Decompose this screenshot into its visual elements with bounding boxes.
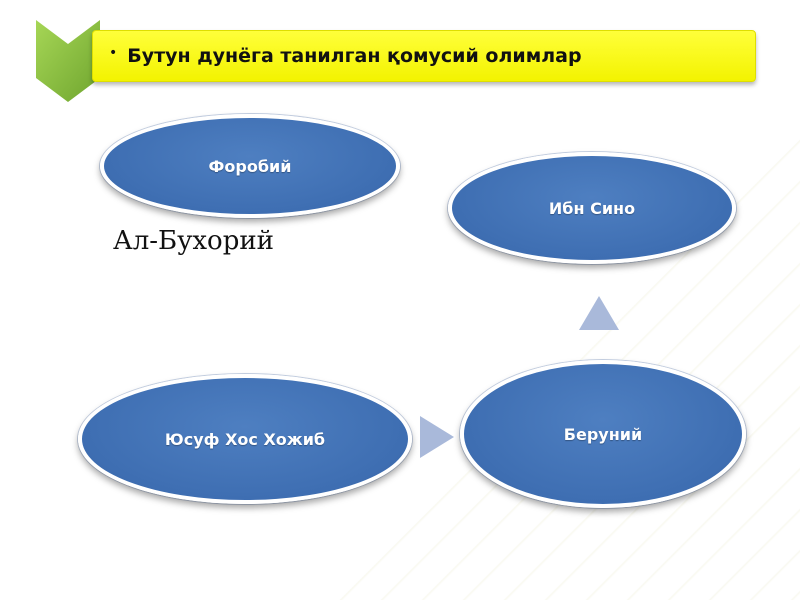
node-label: Ибн Сино	[548, 198, 636, 218]
title-banner: • Бутун дунёга танилган қомусий олимлар	[92, 30, 756, 82]
node-ibn-sino: Ибн Сино	[448, 152, 736, 264]
node-yusuf-xos-xojib: Юсуф Хос Хожиб	[78, 374, 412, 504]
node-farobi: Форобий	[100, 114, 400, 218]
node-label: Юсуф Хос Хожиб	[164, 429, 326, 449]
triangle-up-icon	[579, 296, 619, 330]
bullet-point: •	[109, 45, 118, 61]
al-buxoriy-label: Ал-Бухорий	[113, 226, 275, 256]
chevron-down-icon	[36, 20, 100, 102]
slide-title: Бутун дунёга танилган қомусий олимлар	[127, 45, 582, 67]
node-label: Форобий	[208, 156, 292, 176]
triangle-right-icon	[420, 416, 454, 458]
node-label: Беруний	[563, 424, 643, 444]
node-beruniy: Беруний	[460, 360, 746, 508]
